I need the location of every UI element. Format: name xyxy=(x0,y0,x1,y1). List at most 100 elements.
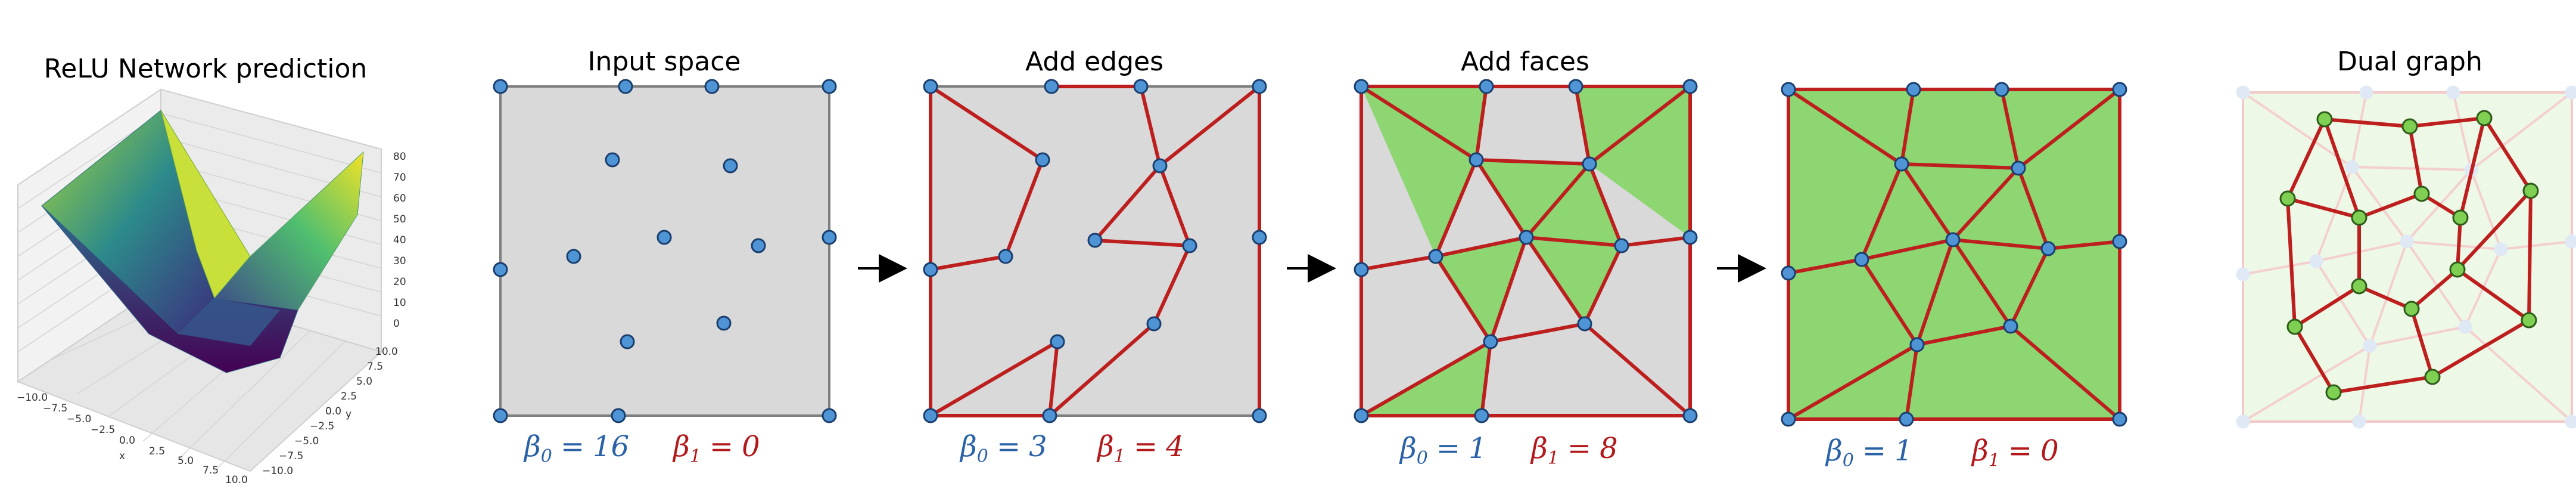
vertex xyxy=(1582,156,1597,172)
vertex xyxy=(704,79,720,94)
y-tick: −5.0 xyxy=(294,435,319,447)
z-tick: 80 xyxy=(393,151,406,163)
vertex xyxy=(2565,234,2576,249)
ghost-edge xyxy=(2351,166,2408,243)
input-space-panel: Input space β0=16 β1=0 xyxy=(493,47,837,467)
vertex xyxy=(1469,152,1484,168)
relu-panel: ReLU Network prediction xyxy=(16,54,406,486)
vertex xyxy=(1479,79,1494,94)
vertex xyxy=(2424,369,2441,385)
vertex xyxy=(493,262,508,277)
dual-edge xyxy=(2527,189,2533,322)
vertex xyxy=(1899,411,1914,427)
dual-edge xyxy=(2408,125,2423,196)
vertex xyxy=(1133,79,1149,94)
edge xyxy=(1158,85,1261,168)
dual-edge xyxy=(2293,325,2335,394)
vertex xyxy=(2352,414,2366,429)
surface-right-face xyxy=(214,151,364,311)
input-space-betti: β0=16 β1=0 xyxy=(523,430,760,467)
y-tick: −2.5 xyxy=(310,420,334,432)
vertex xyxy=(2011,160,2026,176)
edge xyxy=(1574,85,1591,166)
vertex xyxy=(2400,234,2414,249)
edge xyxy=(1048,322,1156,417)
vertex xyxy=(2345,160,2359,174)
x-axis-label: x xyxy=(119,450,125,462)
vertex xyxy=(998,249,1013,264)
filled-square xyxy=(1787,89,2121,419)
vertex xyxy=(1909,337,1925,352)
dual-edge xyxy=(2293,284,2361,329)
vertex xyxy=(1906,82,1921,97)
vertex xyxy=(1152,158,1168,174)
vertex xyxy=(1682,408,1698,423)
edge xyxy=(1139,85,1162,168)
dual-edge xyxy=(2410,307,2434,379)
y-tick: −7.5 xyxy=(279,450,303,462)
x-tick: −7.5 xyxy=(43,403,67,414)
vertex xyxy=(611,408,626,423)
add-faces-panel: Add faces β0=1 β1=8 xyxy=(1354,47,1698,469)
vertex xyxy=(2522,182,2539,199)
edge xyxy=(1900,162,1955,242)
vertex xyxy=(1781,411,1796,427)
edge xyxy=(1489,322,1586,343)
vertex xyxy=(1519,230,1534,245)
y-tick: 2.5 xyxy=(341,391,357,403)
vertex xyxy=(1354,262,1369,277)
vertex xyxy=(2458,320,2472,334)
dual-edge xyxy=(2332,375,2434,394)
vertex xyxy=(1354,79,1369,94)
y-axis-ticks: −10.0 −7.5 −5.0 −2.5 0.0 2.5 5.0 7.5 10.… xyxy=(262,346,398,477)
input-space-square xyxy=(499,85,830,417)
vertex xyxy=(923,79,938,94)
ghost-edge xyxy=(2351,91,2367,168)
vertex xyxy=(822,230,837,245)
x-tick: 5.0 xyxy=(178,455,194,467)
dual-edge xyxy=(2459,116,2486,219)
ghost-edge xyxy=(2452,91,2472,171)
vertex xyxy=(1474,408,1489,423)
ghost-edge xyxy=(2470,91,2573,171)
vertex xyxy=(1614,238,1629,253)
edge xyxy=(929,85,1044,162)
edge xyxy=(1093,239,1191,247)
vertex xyxy=(2286,318,2303,335)
vertex xyxy=(1682,79,1698,94)
z-axis-ticks: 0 10 20 30 40 50 60 70 80 xyxy=(393,151,406,330)
vertex xyxy=(605,152,620,168)
edge xyxy=(1588,162,1623,247)
add-edges-panel: Add edges β0=3 β1=4 xyxy=(923,47,1267,467)
ghost-edge xyxy=(2315,240,2408,262)
z-tick: 30 xyxy=(393,255,406,267)
input-space-title: Input space xyxy=(588,47,741,77)
add-edges-betti: β0=3 β1=4 xyxy=(959,430,1184,467)
dual-edge xyxy=(2482,116,2533,193)
ghost-edge xyxy=(2242,260,2317,275)
edge xyxy=(929,340,1059,417)
vertex xyxy=(1781,265,1796,281)
vertex xyxy=(2236,85,2250,100)
relu-surface xyxy=(41,110,364,373)
edge xyxy=(1860,238,1955,261)
vertex xyxy=(1945,232,1961,247)
vertex xyxy=(566,249,581,264)
vertex xyxy=(1577,316,1592,332)
z-tick: 20 xyxy=(393,276,406,288)
edge xyxy=(1048,340,1059,417)
edge xyxy=(1434,255,1492,343)
x-tick: 7.5 xyxy=(203,465,219,476)
vertex xyxy=(2401,118,2418,135)
vertex xyxy=(2413,185,2430,202)
edge xyxy=(2009,247,2050,328)
filled-betti: β0=1 β1=0 xyxy=(1825,434,2059,471)
z-tick: 70 xyxy=(393,172,406,184)
dual-edge xyxy=(2323,117,2412,128)
vertex xyxy=(2403,301,2420,317)
ghost-edge xyxy=(2406,240,2502,250)
edge xyxy=(1158,164,1191,247)
y-tick: 5.0 xyxy=(356,376,372,388)
add-faces-betti: β0=1 β1=8 xyxy=(1399,432,1618,469)
vertex xyxy=(1182,238,1197,253)
